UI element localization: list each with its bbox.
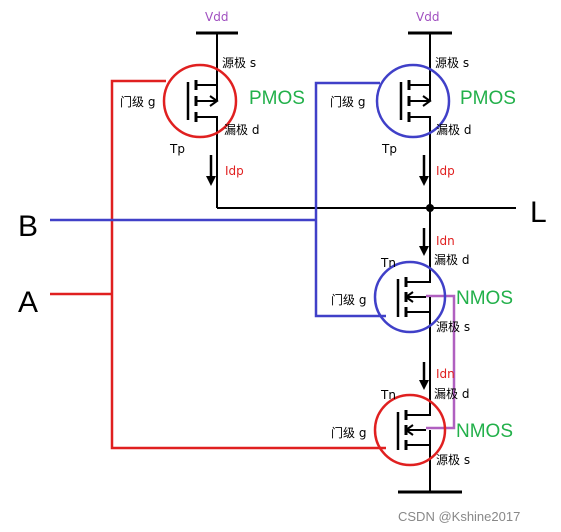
body-arrow xyxy=(404,291,414,303)
nmos-top-type-label: NMOS xyxy=(456,288,513,309)
nmos-top-symbol xyxy=(373,260,447,334)
input-b-bus xyxy=(314,81,386,318)
drain-lead xyxy=(196,116,218,126)
nmos-top-circle xyxy=(373,260,447,334)
nmos-bottom-name-label: Tn xyxy=(380,388,396,402)
nmos-bottom-symbol xyxy=(373,393,447,467)
vdd-label-right: Vdd xyxy=(416,10,439,24)
pmos-right-symbol xyxy=(375,63,451,139)
output-l-label: L xyxy=(530,196,547,229)
input-a-bus xyxy=(110,79,386,450)
body-arrow xyxy=(404,424,414,436)
input-a-wires xyxy=(50,79,386,450)
current-arrows xyxy=(206,155,429,390)
arrow-down-icon xyxy=(419,246,429,256)
nmos-top-source-label: 源极 s xyxy=(436,320,470,334)
nmos-bottom-drain-label: 漏极 d xyxy=(434,387,469,401)
nmos-top-current-label: Idn xyxy=(436,234,455,248)
input-b-wires xyxy=(50,81,386,318)
pmos-left-symbol xyxy=(162,63,238,139)
nmos-bottom-source-label: 源极 s xyxy=(436,453,470,467)
pmos-left-source-label: 源极 s xyxy=(222,56,256,70)
pmos-left-circle xyxy=(162,63,238,139)
input-a-label: A xyxy=(18,286,38,319)
drain-lead xyxy=(409,116,431,126)
source-lead xyxy=(409,78,431,86)
arrow-down-icon xyxy=(206,176,216,186)
pmos-right-drain-label: 漏极 d xyxy=(436,123,471,137)
pmos-left-name-label: Tp xyxy=(169,142,185,156)
pmos-right-name-label: Tp xyxy=(381,142,397,156)
nmos-bottom-type-label: NMOS xyxy=(456,421,513,442)
arrow-down-icon xyxy=(419,176,429,186)
pmos-left-current-label: Idp xyxy=(225,164,244,178)
watermark: CSDN @Kshine2017 xyxy=(398,509,520,524)
pmos-right-type-label: PMOS xyxy=(460,88,516,109)
nmos-bottom-gate-label: 门级 g xyxy=(331,425,366,440)
pmos-right-source-label: 源极 s xyxy=(435,56,469,70)
input-b-label: B xyxy=(18,210,38,243)
nmos-body-wire xyxy=(426,294,456,430)
pmos-left-gate-label: 门级 g xyxy=(120,94,155,109)
source-lead xyxy=(196,78,218,86)
nmos-bottom-current-label: Idn xyxy=(436,367,455,381)
drain-lead xyxy=(406,278,431,283)
source-lead xyxy=(406,311,431,318)
pmos-right-circle xyxy=(375,63,451,139)
pmos-left-type-label: PMOS xyxy=(249,88,305,109)
black-wires xyxy=(196,31,516,494)
nmos-top-name-label: Tn xyxy=(380,256,396,270)
drain-lead xyxy=(406,412,431,416)
nmos-top-gate-label: 门级 g xyxy=(331,292,366,307)
pmos-right-gate-label: 门级 g xyxy=(330,94,365,109)
arrow-down-icon xyxy=(419,380,429,390)
pmos-left-drain-label: 漏极 d xyxy=(224,123,259,137)
vdd-label-left: Vdd xyxy=(205,10,228,24)
nmos-bottom-circle xyxy=(373,393,447,467)
nmos-top-drain-label: 漏极 d xyxy=(434,253,469,267)
source-lead xyxy=(406,444,431,448)
pmos-right-current-label: Idp xyxy=(436,164,455,178)
